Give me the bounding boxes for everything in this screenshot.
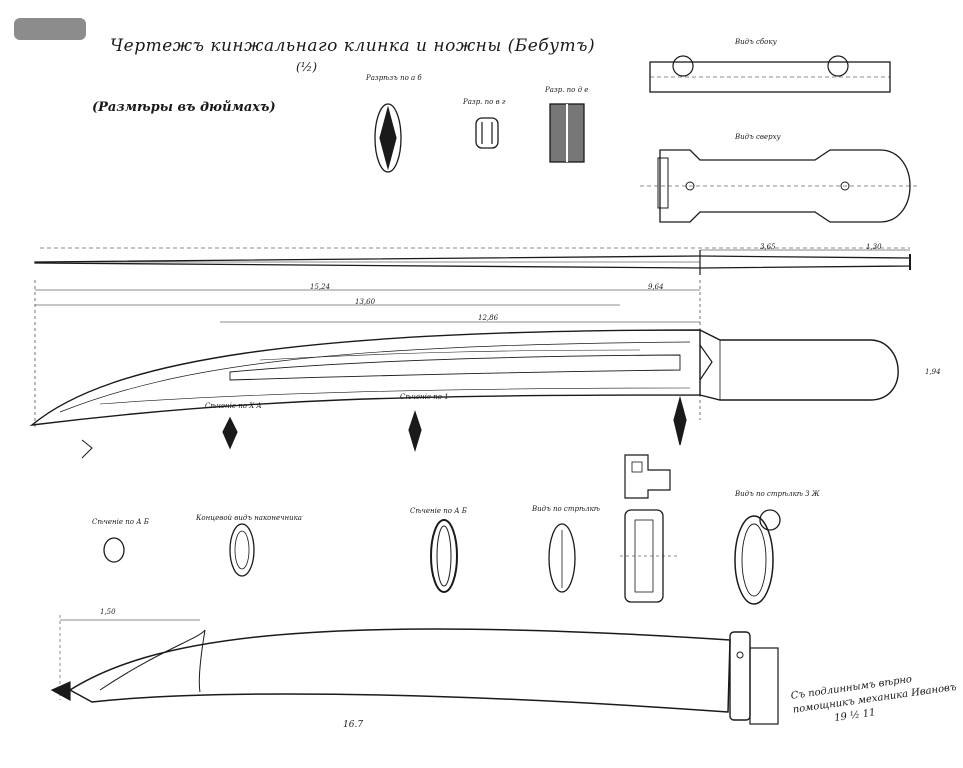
scabbard xyxy=(50,615,779,725)
label-view-arrow-2: Видъ по стрѣлкѣ З Ж xyxy=(735,490,820,498)
dim-blade-total: 15,24 xyxy=(310,283,331,291)
watermark-logo xyxy=(14,18,86,40)
handle-side-view xyxy=(649,55,891,93)
cross-section-b xyxy=(475,117,499,149)
label-end-view: Концевой видъ наконечника xyxy=(196,514,302,522)
scale-note: (½) xyxy=(296,60,317,74)
label-section-c: Разр. по д е xyxy=(545,86,589,94)
dim-blade-mid: 13,60 xyxy=(355,298,376,306)
end-view-tip xyxy=(229,523,255,577)
handle-top-view xyxy=(640,149,920,223)
label-view-arrow: Видъ по стрѣлкѣ xyxy=(532,505,600,513)
dimension-lines xyxy=(34,280,701,430)
section-ab xyxy=(430,519,458,593)
units-note: (Размѣры въ дюймахъ) xyxy=(92,100,276,115)
label-section-1: Сѣченіе по 1 xyxy=(400,393,449,401)
view-arrow-1 xyxy=(548,523,576,593)
label-section-b: Разр. по в г xyxy=(463,98,506,106)
drawing-title: Чертежъ кинжальнаго клинка и ножны (Бебу… xyxy=(110,36,596,56)
dim-grip-len: 9,64 xyxy=(648,283,664,291)
section-1 xyxy=(103,537,125,563)
section-markers xyxy=(81,395,687,459)
dim-handle-len: 3,65 xyxy=(760,243,776,251)
label-section-a: Разрѣзъ по а б xyxy=(366,74,422,82)
cross-section-a xyxy=(374,103,402,173)
dim-scab-top: 1,50 xyxy=(100,608,116,616)
label-section-tip: Сѣченіе по А Б xyxy=(410,507,467,515)
view-arrow-2 xyxy=(734,509,781,605)
blade-top-view xyxy=(34,247,911,275)
blade-side-view xyxy=(29,329,899,426)
dim-pommel-len: 1,30 xyxy=(866,243,882,251)
dim-blade-inner: 12,86 xyxy=(478,314,499,322)
fitting-detail-center xyxy=(624,454,671,499)
dim-scab-w: 1,94 xyxy=(925,368,941,376)
label-top-view: Видъ сверху xyxy=(735,133,781,141)
page-number: 16.7 xyxy=(343,720,364,730)
label-side-view: Видъ сбоку xyxy=(735,38,777,46)
cross-section-c xyxy=(549,103,585,163)
locket-detail xyxy=(620,509,680,603)
label-section-ab: Сѣченіе по А Б xyxy=(92,518,149,526)
label-section-xa: Сѣченіе по Х А xyxy=(205,402,262,410)
